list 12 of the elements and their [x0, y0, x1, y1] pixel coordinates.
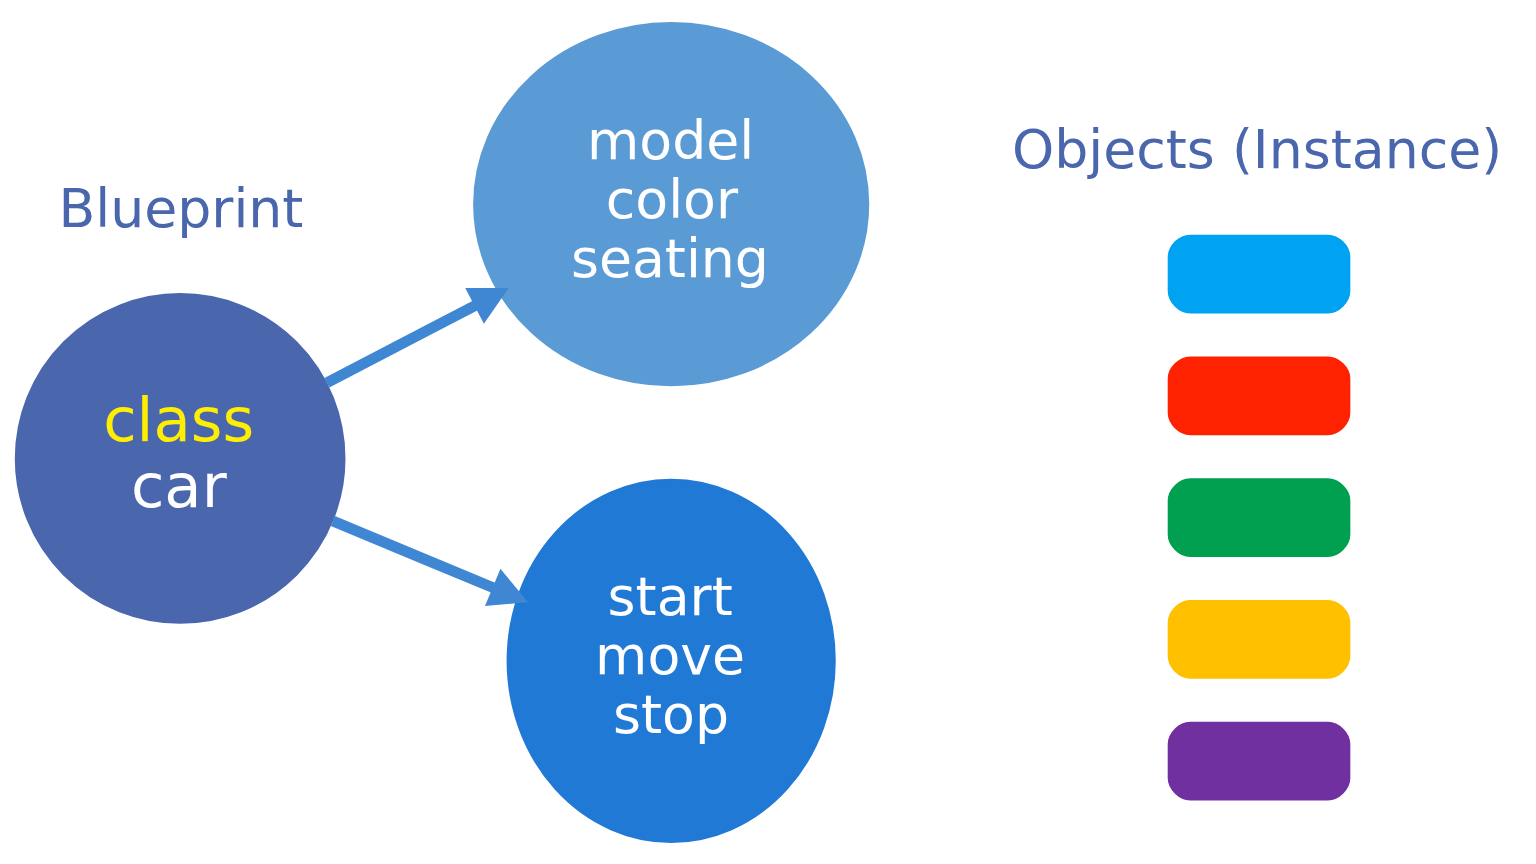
node-circle: class car: [14, 292, 346, 624]
node-circle: start move stop: [506, 478, 836, 843]
arrow: [330, 515, 529, 606]
node-car: [1167, 234, 1351, 313]
label: Blueprint: [58, 176, 304, 240]
node-circle: model color seating: [473, 21, 870, 386]
arrow: [324, 287, 509, 388]
node-car: [1167, 477, 1351, 557]
node-car: [1167, 599, 1351, 679]
node-car: [1167, 721, 1351, 800]
label: Objects (Instance): [1011, 117, 1503, 180]
node-car: [1167, 355, 1351, 435]
